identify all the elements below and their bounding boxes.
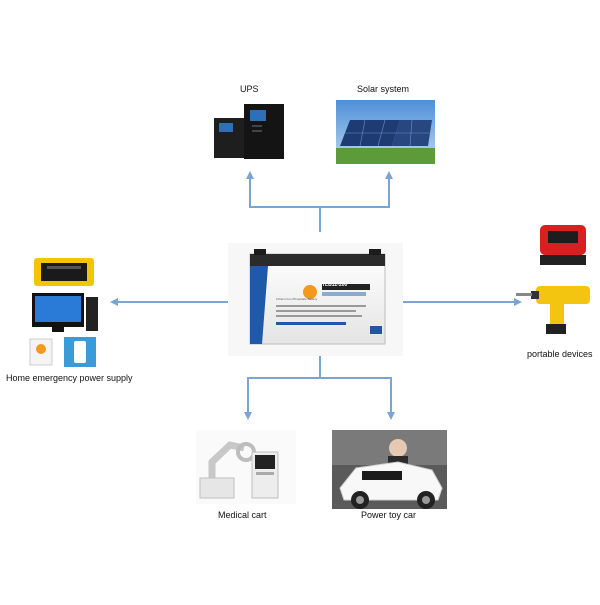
battery-brand-text: TLB12-200 bbox=[322, 282, 348, 288]
ups-image bbox=[214, 104, 284, 159]
toy-car-image bbox=[332, 430, 447, 509]
home-supply-image bbox=[29, 258, 98, 367]
medical-cart-label: Medical cart bbox=[218, 510, 267, 520]
arrow-to-toy-car bbox=[320, 377, 395, 420]
medical-cart-image bbox=[196, 430, 296, 504]
portable-devices-image bbox=[516, 225, 590, 334]
connector-arrows bbox=[110, 171, 522, 420]
battery-logo bbox=[303, 285, 317, 299]
portable-devices-label: portable devices bbox=[527, 349, 593, 359]
battery-image bbox=[228, 243, 403, 356]
arrow-to-solar bbox=[320, 171, 393, 208]
solar-system-label: Solar system bbox=[357, 84, 410, 94]
ups-label: UPS bbox=[240, 84, 259, 94]
solar-system-image bbox=[336, 100, 435, 164]
arrow-to-ups bbox=[246, 171, 321, 232]
home-supply-label: Home emergency power supply bbox=[6, 373, 133, 383]
battery-sub-text: Lithium Iron Phosphate Battery bbox=[276, 297, 318, 301]
arrow-to-medical bbox=[244, 356, 321, 420]
toy-car-label: Power toy car bbox=[361, 510, 417, 520]
